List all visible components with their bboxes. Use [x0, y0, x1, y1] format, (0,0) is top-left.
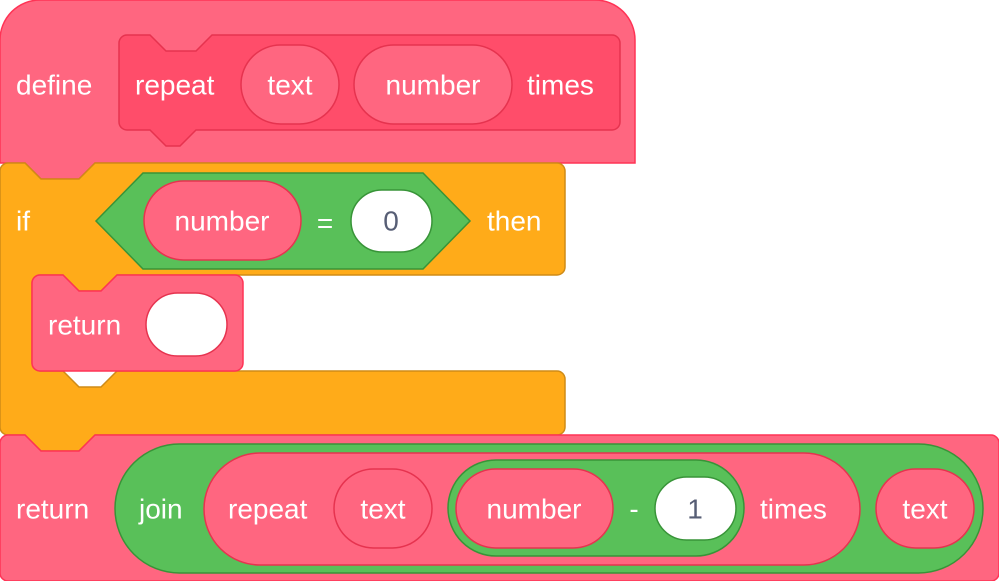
minus-value-text: 1	[687, 494, 703, 525]
condition-number-reporter[interactable]: number	[143, 180, 302, 261]
argument-number-reporter[interactable]: number	[353, 44, 513, 125]
join-operator-block[interactable]: join repeat text number -	[114, 443, 984, 574]
prototype-word-times: times	[527, 70, 594, 101]
condition-value-input[interactable]: 0	[350, 189, 433, 253]
minus-number-reporter[interactable]: number	[455, 468, 614, 549]
equals-operator-block[interactable]: number = 0	[94, 172, 472, 270]
minus-operator-block[interactable]: number - 1	[447, 459, 745, 557]
join-text-reporter[interactable]: text	[875, 468, 975, 549]
equals-sign: =	[317, 208, 333, 239]
condition-value-text: 0	[383, 206, 399, 237]
call-text-reporter[interactable]: text	[333, 468, 433, 549]
if-block[interactable]: if number = 0 then	[0, 162, 566, 452]
prototype-block[interactable]: repeat text number times	[118, 34, 621, 147]
minus-number-shape	[455, 468, 614, 549]
argument-text-reporter[interactable]: text	[240, 44, 340, 125]
condition-value-shape	[350, 189, 433, 253]
call-text-label: text	[360, 494, 405, 525]
argument-text-label: text	[267, 70, 312, 101]
if-label: if	[16, 206, 30, 237]
argument-number-label: number	[386, 70, 481, 101]
define-label: define	[16, 70, 92, 101]
return-block-outer[interactable]: return join repeat text number -	[0, 434, 999, 582]
join-label: join	[138, 494, 183, 525]
minus-sign: -	[629, 494, 638, 525]
repeat-call-word-repeat: repeat	[228, 494, 308, 525]
argument-text-shape	[240, 44, 340, 125]
then-label: then	[487, 206, 542, 237]
argument-number-shape	[353, 44, 513, 125]
return-block-inner[interactable]: return	[31, 274, 244, 372]
repeat-call-word-times: times	[760, 494, 827, 525]
join-text-shape	[875, 468, 975, 549]
minus-value-input[interactable]: 1	[654, 476, 737, 541]
minus-value-shape	[654, 476, 737, 541]
condition-number-shape	[143, 180, 302, 261]
join-text-label: text	[902, 494, 947, 525]
minus-number-label: number	[487, 494, 582, 525]
call-text-shape	[333, 468, 433, 549]
return-outer-label: return	[16, 494, 89, 525]
prototype-word-repeat: repeat	[135, 70, 215, 101]
return-value-shape	[145, 292, 228, 357]
return-value-input[interactable]	[145, 292, 228, 357]
define-block[interactable]: define repeat text number times	[0, 0, 636, 180]
condition-number-label: number	[175, 206, 270, 237]
return-inner-label: return	[48, 310, 121, 341]
repeat-call-block[interactable]: repeat text number - 1	[203, 452, 861, 566]
